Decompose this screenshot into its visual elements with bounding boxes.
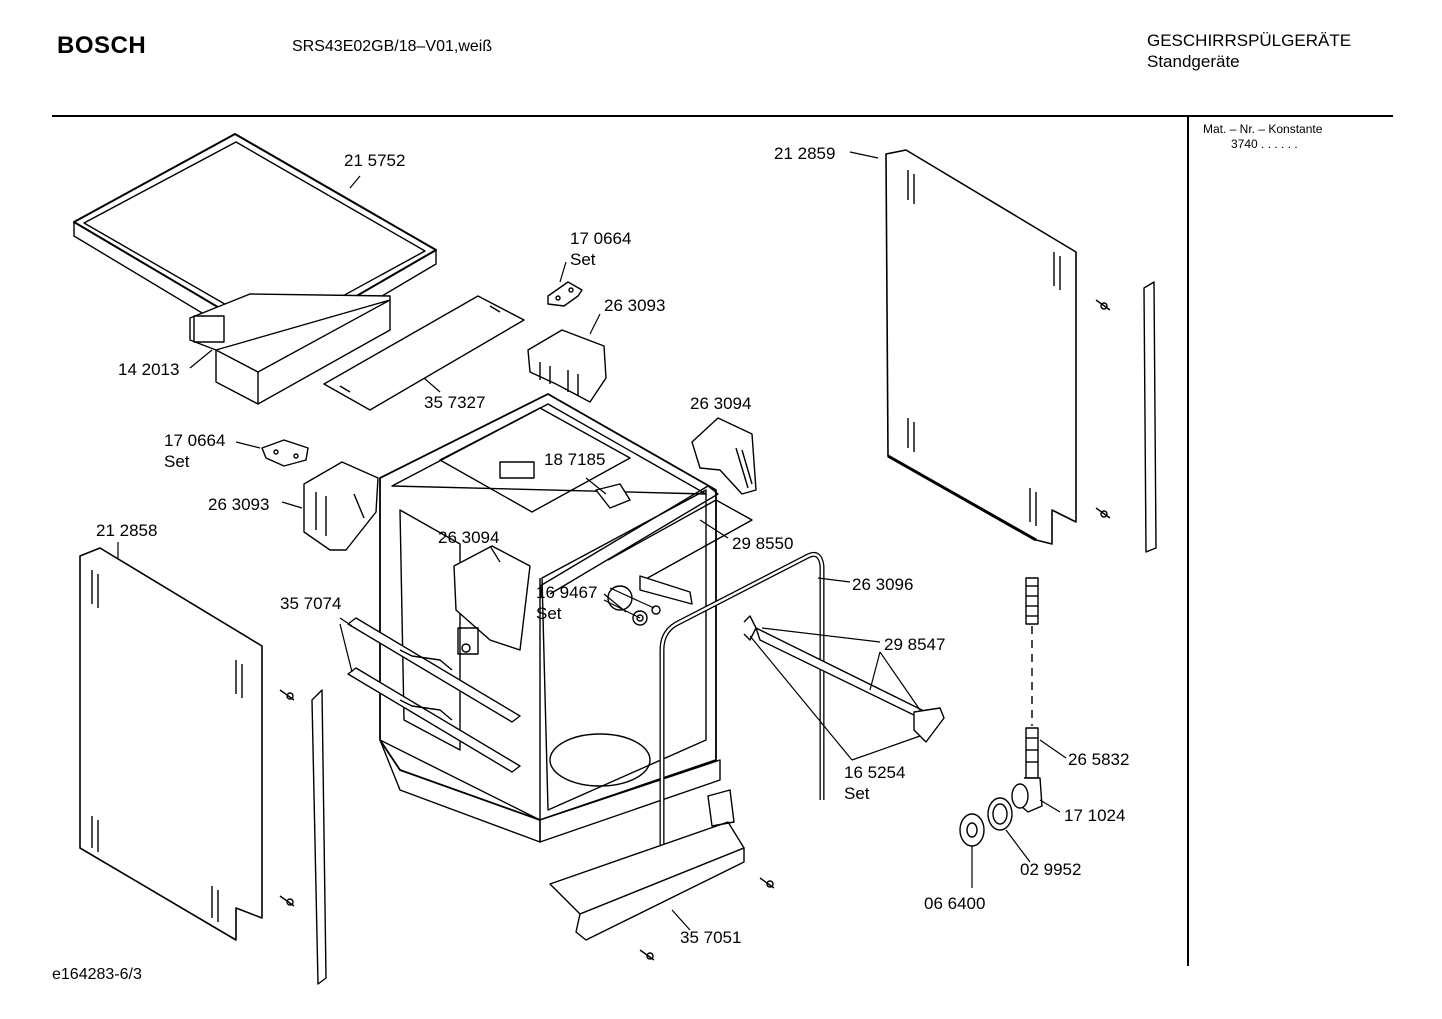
constant-value: 3740 . . . . . . — [1231, 137, 1298, 151]
strip-part — [323, 295, 525, 411]
label-16-5254: 16 5254 — [844, 763, 905, 782]
label-29-8550: 29 8550 — [732, 534, 793, 553]
constant-label: Mat. – Nr. – Konstante — [1203, 122, 1323, 136]
label-26-3094-inner: 26 3094 — [438, 528, 499, 547]
screw-parts-bottom — [639, 877, 775, 961]
leader-lines — [117, 151, 1067, 931]
label-14-2013: 14 2013 — [118, 360, 179, 379]
nut-part — [959, 813, 985, 847]
tub-body-part — [379, 393, 721, 843]
worktop-part — [73, 133, 437, 359]
base-tray-part — [189, 293, 391, 405]
cover-right-part — [691, 417, 757, 495]
side-strip-left-part — [311, 689, 327, 985]
hose-part — [1025, 577, 1039, 779]
label-17-0664-left-set: Set — [164, 452, 190, 471]
label-02-9952: 02 9952 — [1020, 860, 1081, 879]
label-35-7074: 35 7074 — [280, 594, 341, 613]
door-seal-part — [659, 551, 825, 880]
category-title: GESCHIRRSPÜLGERÄTE — [1147, 31, 1352, 50]
clip-part — [595, 483, 631, 509]
side-panel-left-part — [79, 547, 263, 941]
label-21-2858: 21 2858 — [96, 521, 157, 540]
frame-gasket-part — [539, 485, 753, 595]
drawing-id: e164283-6/3 — [52, 966, 142, 983]
elbow-connector-part — [1011, 777, 1043, 813]
label-17-0664-top-set: Set — [570, 250, 596, 269]
label-35-7327: 35 7327 — [424, 393, 485, 412]
label-26-5832: 26 5832 — [1068, 750, 1129, 769]
label-21-5752: 21 5752 — [344, 151, 405, 170]
label-26-3093-right: 26 3093 — [604, 296, 665, 315]
label-16-9467-set: Set — [536, 604, 562, 623]
category-block: GESCHIRRSPÜLGERÄTE Standgeräte — [1147, 30, 1351, 72]
label-26-3096: 26 3096 — [852, 575, 913, 594]
label-35-7051: 35 7051 — [680, 928, 741, 947]
label-06-6400: 06 6400 — [924, 894, 985, 913]
side-panel-right-part — [885, 149, 1077, 545]
rail-guides-part — [347, 617, 521, 773]
label-26-3094-top: 26 3094 — [690, 394, 751, 413]
part-labels: 21 5752 14 2013 35 7327 17 0664 Set 26 3… — [96, 144, 1129, 947]
label-21-2859: 21 2859 — [774, 144, 835, 163]
plinth-part — [549, 789, 745, 941]
sidebar-divider — [1187, 117, 1189, 966]
seal-ring-part — [987, 797, 1013, 831]
material-constant: Mat. – Nr. – Konstante 3740 . . . . . . — [1203, 122, 1322, 152]
label-18-7185: 18 7185 — [544, 450, 605, 469]
spray-arm-part — [743, 615, 945, 743]
label-17-0664-left: 17 0664 — [164, 431, 225, 450]
label-16-5254-set: Set — [844, 784, 870, 803]
bracket-right-part — [527, 329, 607, 403]
brand-logo: BOSCH — [57, 32, 147, 59]
side-strip-right-part — [1143, 281, 1157, 553]
screw-parts-left — [279, 689, 295, 907]
hinge-left-part — [261, 439, 309, 467]
label-29-8547: 29 8547 — [884, 635, 945, 654]
label-16-9467: 16 9467 — [536, 583, 597, 602]
bracket-left-part — [303, 461, 379, 551]
header-divider — [52, 115, 1393, 117]
label-17-0664-top: 17 0664 — [570, 229, 631, 248]
screw-parts-right — [1095, 299, 1111, 519]
label-17-1024: 17 1024 — [1064, 806, 1125, 825]
model-number: SRS43E02GB/18–V01,weiß — [292, 38, 493, 55]
category-subtitle: Standgeräte — [1147, 52, 1240, 71]
label-26-3093-left: 26 3093 — [208, 495, 269, 514]
hinge-top-part — [547, 281, 583, 307]
